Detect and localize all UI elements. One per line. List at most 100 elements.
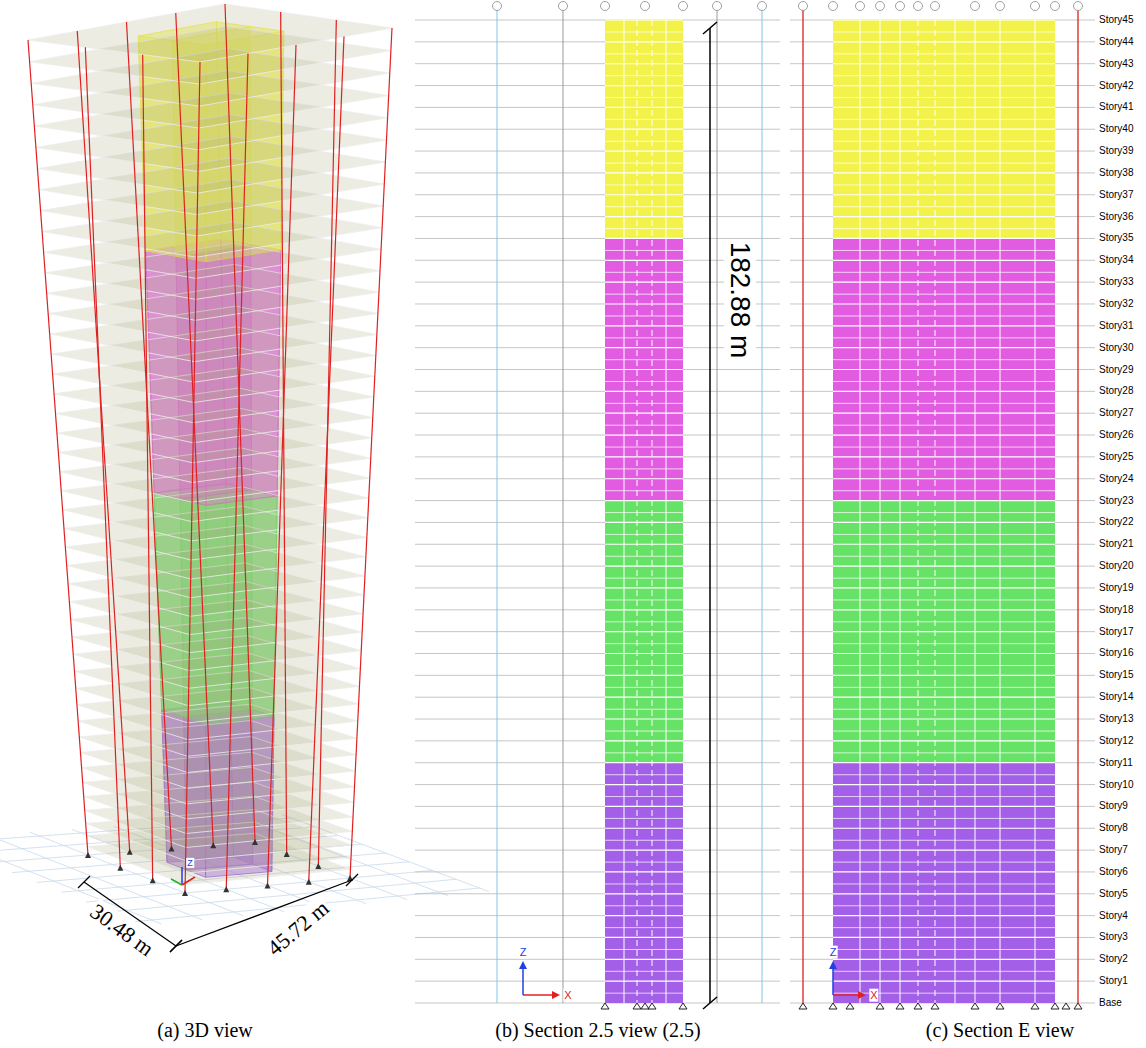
- grid-bubble: [1031, 2, 1040, 11]
- floor-line: [790, 915, 1095, 916]
- floor-line: [790, 871, 1095, 872]
- story-label: Story4: [1098, 910, 1129, 922]
- axis-head: [519, 961, 527, 969]
- story-label: Story22: [1098, 517, 1134, 529]
- story-label: Story31: [1098, 320, 1134, 332]
- story-label: Story7: [1098, 844, 1129, 856]
- opening-line: [1000, 20, 1001, 1003]
- opening-line: [1035, 20, 1036, 1003]
- story-label: Story26: [1098, 429, 1134, 441]
- grid-line: [563, 8, 564, 1003]
- support-mark: [633, 1003, 641, 1009]
- story-label: Story17: [1098, 626, 1134, 638]
- grid-bubble: [856, 2, 865, 11]
- column-line: [268, 45, 297, 886]
- floor-line: [415, 20, 780, 21]
- mesh-line: [605, 665, 683, 666]
- mesh-line: [833, 456, 1055, 457]
- story-label: Story27: [1098, 407, 1134, 419]
- story-label: Story3: [1098, 932, 1129, 944]
- mesh-line: [833, 19, 1055, 20]
- floor-line: [415, 216, 780, 217]
- axis-x: [182, 877, 195, 885]
- column-line: [85, 47, 120, 867]
- story-label: Story42: [1098, 80, 1134, 92]
- mesh-line: [833, 381, 1055, 382]
- story-label: Story25: [1098, 451, 1134, 463]
- mesh-line: [833, 609, 1055, 610]
- floor-line: [790, 522, 1095, 523]
- core-wall-zone: [605, 763, 683, 1003]
- mesh-line: [833, 893, 1055, 894]
- mesh-line: [833, 172, 1055, 173]
- story-label: Base: [1098, 997, 1123, 1009]
- mesh-line: [605, 447, 683, 448]
- floor-line: [415, 391, 780, 392]
- mesh-line: [833, 228, 1055, 229]
- support-mark: [252, 839, 258, 845]
- mesh-line: [605, 731, 683, 732]
- mesh-line: [833, 718, 1055, 719]
- floor-line: [415, 194, 780, 195]
- core-wall-zone: [833, 238, 1055, 500]
- floor-slab: [28, 4, 392, 62]
- support-mark: [265, 883, 271, 889]
- floor-line: [415, 850, 780, 851]
- floor-line: [415, 631, 780, 632]
- mesh-line: [605, 381, 683, 382]
- mesh-line: [833, 599, 1055, 600]
- floor-line: [790, 238, 1095, 239]
- mesh-line: [833, 163, 1055, 164]
- grid-line: [717, 8, 718, 1003]
- floor-line: [790, 631, 1095, 632]
- axis-head: [829, 961, 837, 969]
- mesh-line: [605, 119, 683, 120]
- mesh-line: [833, 631, 1055, 632]
- floor-line: [790, 587, 1095, 588]
- panel-caption: (b) Section 2.5 view (2.5): [494, 1019, 702, 1042]
- floor-line: [415, 719, 780, 720]
- floor-line: [415, 63, 780, 64]
- mesh-line: [605, 653, 683, 654]
- story-label: Story33: [1098, 276, 1134, 288]
- floor-line: [415, 129, 780, 130]
- story-label: Story44: [1098, 36, 1134, 48]
- floor-line: [790, 129, 1095, 130]
- floor-line: [790, 981, 1095, 982]
- floor-line: [790, 41, 1095, 42]
- floor-line: [790, 762, 1095, 763]
- section-view-b: [415, 2, 780, 1010]
- story-label: Story28: [1098, 386, 1134, 398]
- mesh-line: [833, 840, 1055, 841]
- mesh-line: [605, 905, 683, 906]
- axis-label: X: [563, 989, 572, 1002]
- core-wall-zone: [605, 20, 683, 238]
- axis-z: [181, 867, 183, 885]
- story-label: Story30: [1098, 342, 1134, 354]
- floor-line: [790, 107, 1095, 108]
- support-mark: [971, 1003, 979, 1009]
- support-mark: [914, 1003, 922, 1009]
- mesh-line: [605, 915, 683, 916]
- floor-line: [415, 544, 780, 545]
- mesh-line: [605, 566, 683, 567]
- mesh-line: [605, 774, 683, 775]
- mesh-line: [833, 828, 1055, 829]
- mesh-line: [833, 97, 1055, 98]
- mesh-line: [605, 97, 683, 98]
- mesh-line: [605, 937, 683, 938]
- core-wall-zone: [833, 20, 1055, 238]
- story-label: Story1: [1098, 975, 1129, 987]
- mesh-line: [605, 587, 683, 588]
- floor-line: [790, 391, 1095, 392]
- opening-line: [666, 20, 667, 1003]
- axis-x: [523, 994, 556, 996]
- floor-line: [790, 697, 1095, 698]
- mesh-line: [833, 129, 1055, 130]
- story-label: Story40: [1098, 123, 1134, 135]
- mesh-line: [833, 272, 1055, 273]
- mesh-line: [833, 959, 1055, 960]
- story-label: Story2: [1098, 954, 1129, 966]
- mesh-line: [605, 391, 683, 392]
- three-d-view: [0, 4, 489, 952]
